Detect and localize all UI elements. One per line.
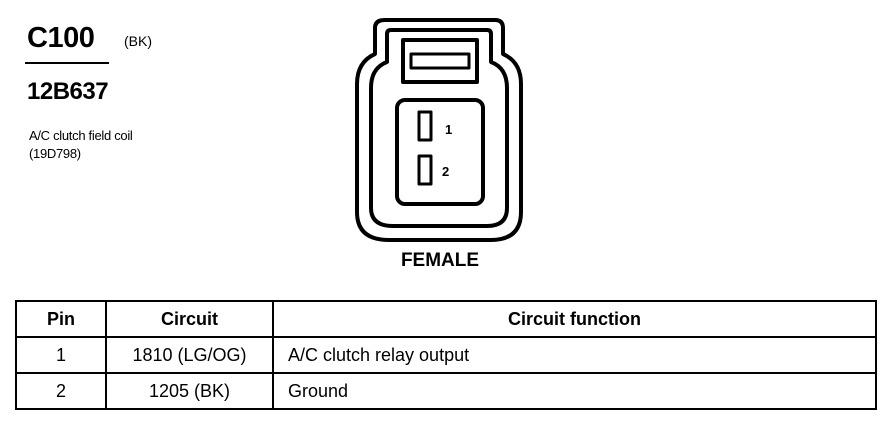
pin-cavity-2 [417, 154, 433, 186]
connector-id-underline [25, 62, 109, 64]
header-circuit-function: Circuit function [272, 300, 877, 338]
pin-cell: 2 [15, 372, 107, 410]
table-row: 2 1205 (BK) Ground [15, 372, 877, 410]
circuit-function-cell: A/C clutch relay output [272, 336, 877, 374]
pin-cell: 1 [15, 336, 107, 374]
component-code: (19D798) [29, 146, 81, 161]
circuit-cell: 1205 (BK) [105, 372, 274, 410]
connector-face-diagram: 1 2 [355, 18, 523, 242]
connector-gender-label: FEMALE [400, 250, 480, 271]
pin-label-2: 2 [442, 164, 449, 179]
connector-housing-inner [369, 28, 509, 228]
connector-housing-outer [355, 18, 523, 242]
pin-cavity-1 [417, 110, 433, 142]
table-row: 1 1810 (LG/OG) A/C clutch relay output [15, 336, 877, 374]
connector-id: C100 [27, 22, 95, 54]
component-name: A/C clutch field coil [29, 128, 133, 143]
connector-color-code: (BK) [124, 33, 152, 49]
terminal-insert [395, 98, 485, 206]
pin-table: Pin Circuit Circuit function 1 1810 (LG/… [15, 300, 877, 410]
pin-table-header-row: Pin Circuit Circuit function [15, 300, 877, 338]
pin-label-1: 1 [445, 122, 452, 137]
circuit-cell: 1810 (LG/OG) [105, 336, 274, 374]
header-pin: Pin [15, 300, 107, 338]
locking-tab [401, 38, 479, 84]
part-number: 12B637 [27, 78, 109, 105]
header-circuit: Circuit [105, 300, 274, 338]
circuit-function-cell: Ground [272, 372, 877, 410]
